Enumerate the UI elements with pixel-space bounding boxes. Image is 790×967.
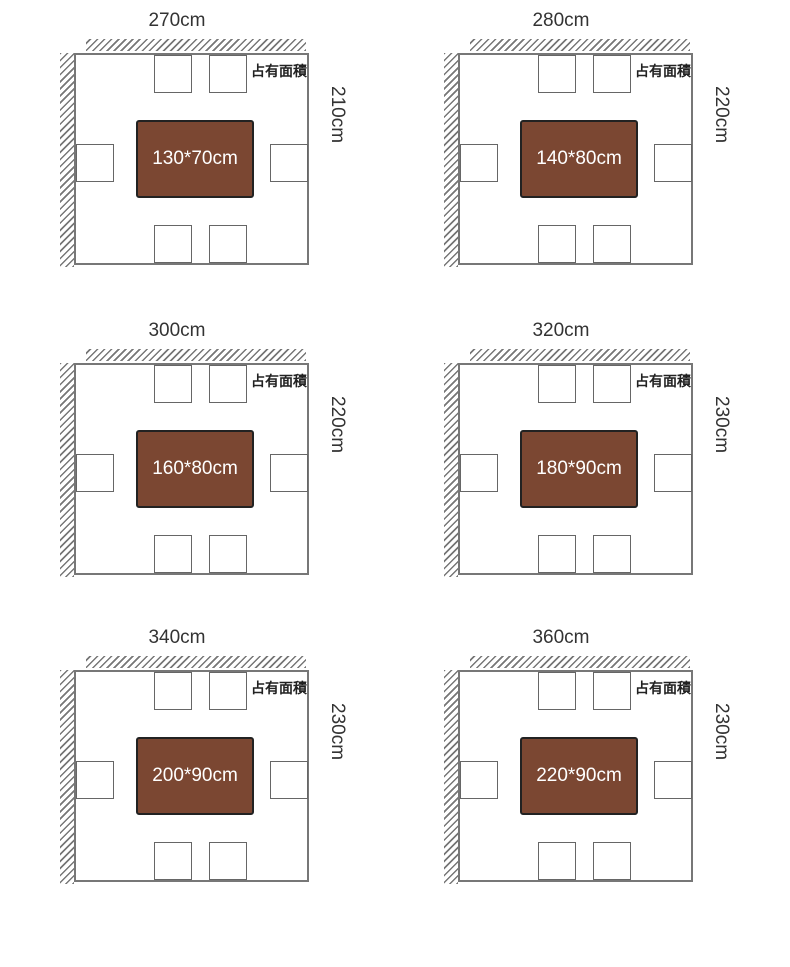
area-label: 占有面積 [635, 373, 691, 389]
chair-top-right [209, 672, 247, 710]
wall-hatch-top [86, 39, 306, 51]
room-width-label: 320cm [532, 320, 590, 341]
layout-panel: 280cm 140*80cm 占有面積 220cm [444, 10, 744, 280]
layout-panel: 270cm 130*70cm 占有面積 210cm [60, 10, 360, 280]
room-height-label: 220cm [711, 86, 732, 144]
room-area: 130*70cm 占有面積 [74, 53, 309, 265]
layout-panel: 360cm 220*90cm 占有面積 230cm [444, 627, 744, 897]
chair-left [460, 144, 498, 182]
chair-top-right [593, 672, 631, 710]
chair-bottom-right [209, 225, 247, 263]
chair-bottom-right [593, 225, 631, 263]
chair-left [76, 144, 114, 182]
room-height-label: 230cm [711, 703, 732, 761]
room-area: 160*80cm 占有面積 [74, 363, 309, 575]
chair-top-right [593, 365, 631, 403]
room-height-label: 230cm [327, 703, 348, 761]
wall-hatch-top [86, 656, 306, 668]
room-area: 180*90cm 占有面積 [458, 363, 693, 575]
chair-bottom-left [538, 535, 576, 573]
chair-right [654, 454, 692, 492]
wall-hatch-left [60, 53, 74, 267]
chair-right [654, 761, 692, 799]
area-label: 占有面積 [251, 680, 307, 696]
chair-right [270, 454, 308, 492]
wall-hatch-left [444, 363, 458, 577]
room-area: 220*90cm 占有面積 [458, 670, 693, 882]
room-height-label: 230cm [711, 396, 732, 454]
room-width-label: 360cm [532, 627, 590, 648]
wall-hatch-top [86, 349, 306, 361]
layout-panel: 300cm 160*80cm 占有面積 220cm [60, 320, 360, 590]
chair-bottom-left [154, 842, 192, 880]
chair-bottom-left [538, 842, 576, 880]
room-width-label: 280cm [532, 10, 590, 31]
dining-table: 130*70cm [136, 120, 254, 198]
wall-hatch-top [470, 656, 690, 668]
dining-table: 140*80cm [520, 120, 638, 198]
dining-table: 220*90cm [520, 737, 638, 815]
room-height-label: 220cm [327, 396, 348, 454]
room-width-label: 270cm [148, 10, 206, 31]
chair-left [460, 454, 498, 492]
room-area: 200*90cm 占有面積 [74, 670, 309, 882]
room-height-label: 210cm [327, 86, 348, 144]
wall-hatch-left [60, 363, 74, 577]
chair-top-left [538, 672, 576, 710]
wall-hatch-left [444, 670, 458, 884]
chair-top-left [154, 365, 192, 403]
dining-table: 200*90cm [136, 737, 254, 815]
area-label: 占有面積 [251, 63, 307, 79]
area-label: 占有面積 [251, 373, 307, 389]
room-area: 140*80cm 占有面積 [458, 53, 693, 265]
chair-top-left [154, 55, 192, 93]
chair-bottom-right [593, 535, 631, 573]
chair-left [76, 454, 114, 492]
layout-panel: 320cm 180*90cm 占有面積 230cm [444, 320, 744, 590]
room-width-label: 340cm [148, 627, 206, 648]
dining-table: 160*80cm [136, 430, 254, 508]
chair-top-right [593, 55, 631, 93]
chair-right [270, 761, 308, 799]
chair-left [460, 761, 498, 799]
area-label: 占有面積 [635, 680, 691, 696]
dining-table: 180*90cm [520, 430, 638, 508]
chair-bottom-right [593, 842, 631, 880]
chair-top-right [209, 55, 247, 93]
wall-hatch-left [60, 670, 74, 884]
chair-left [76, 761, 114, 799]
chair-bottom-left [154, 535, 192, 573]
room-width-label: 300cm [148, 320, 206, 341]
chair-top-left [538, 55, 576, 93]
chair-top-right [209, 365, 247, 403]
chair-top-left [154, 672, 192, 710]
layout-panel: 340cm 200*90cm 占有面積 230cm [60, 627, 360, 897]
wall-hatch-top [470, 39, 690, 51]
chair-right [270, 144, 308, 182]
chair-bottom-left [154, 225, 192, 263]
chair-bottom-right [209, 842, 247, 880]
chair-bottom-left [538, 225, 576, 263]
wall-hatch-left [444, 53, 458, 267]
chair-right [654, 144, 692, 182]
area-label: 占有面積 [635, 63, 691, 79]
wall-hatch-top [470, 349, 690, 361]
chair-bottom-right [209, 535, 247, 573]
chair-top-left [538, 365, 576, 403]
